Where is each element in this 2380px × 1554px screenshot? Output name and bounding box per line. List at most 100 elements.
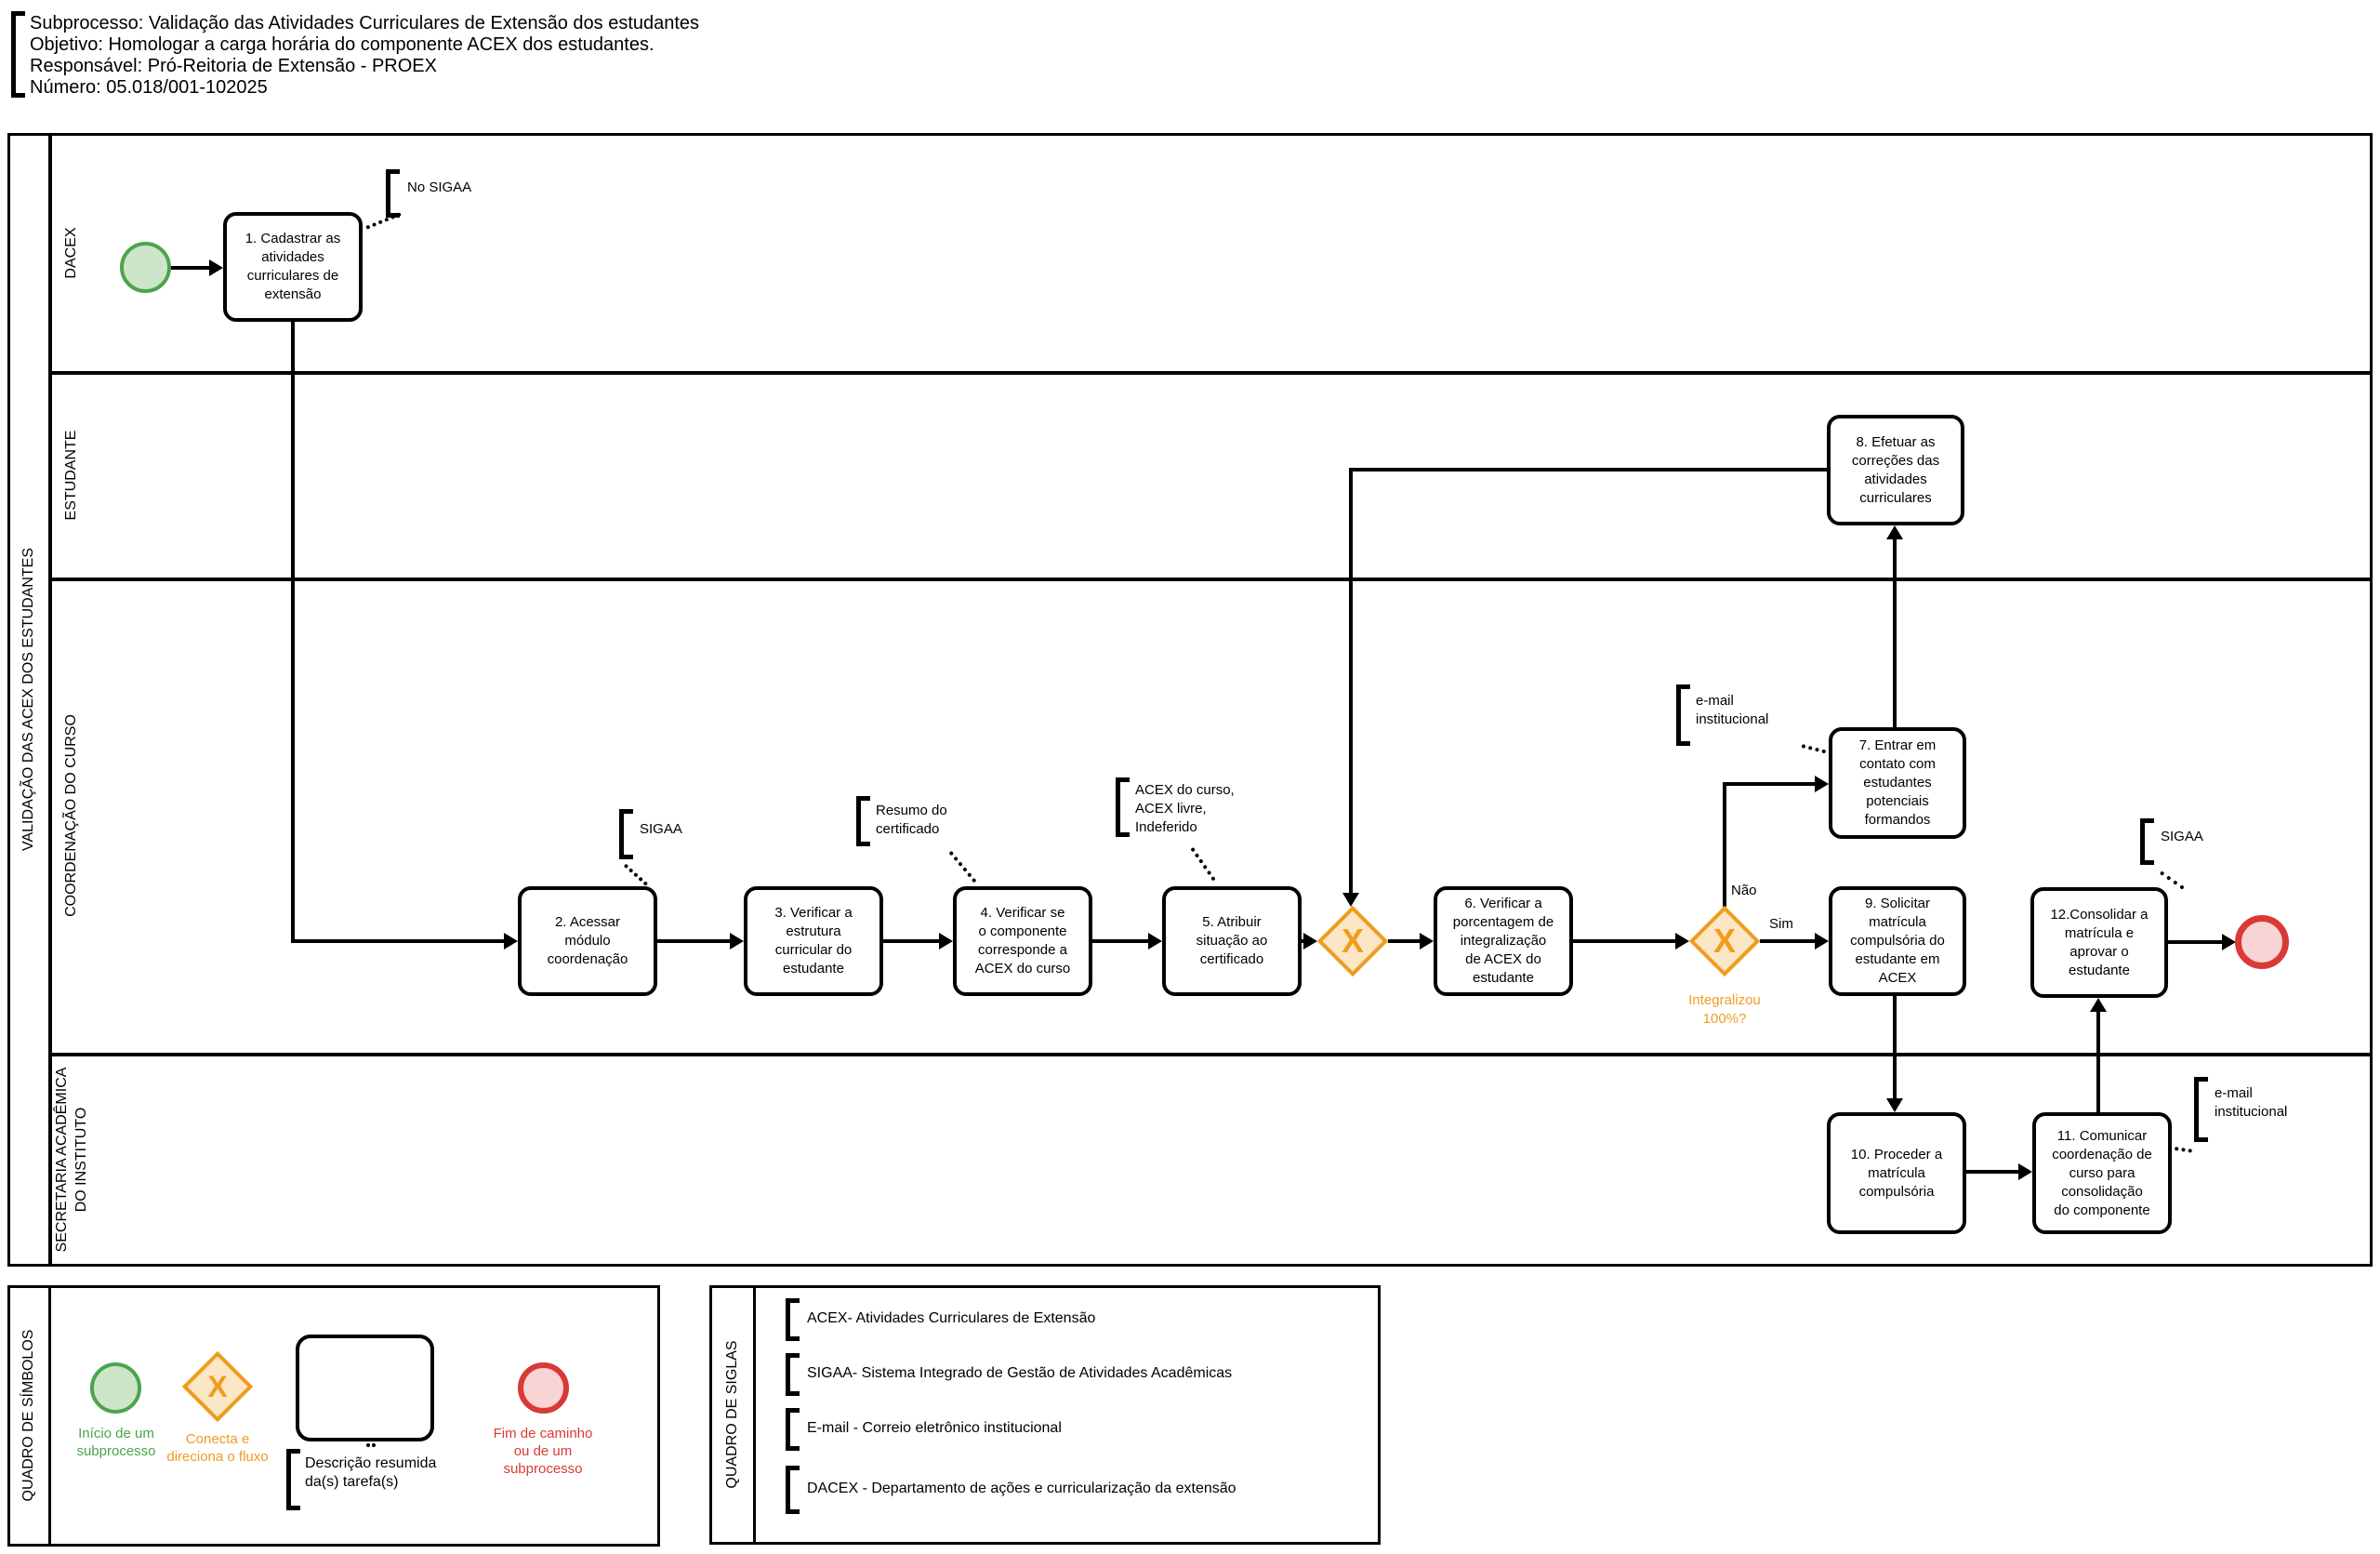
flow-task11-task12	[2096, 1012, 2100, 1112]
flow-task8-gw1-v	[1349, 468, 1353, 893]
arrowhead	[1815, 933, 1829, 950]
annotation-bracket	[1676, 684, 1690, 746]
gateway-question-label: Integralizou 100%?	[1688, 992, 1761, 1027]
legend-task-link	[366, 1443, 376, 1447]
flow-task4-task5	[1092, 939, 1151, 943]
legend-task-bracket	[286, 1449, 300, 1510]
lane-label-dacex: DACEX	[63, 227, 79, 279]
annotation-sigaa-task2: SIGAA	[640, 821, 682, 837]
acronyms-legend-box	[709, 1285, 1381, 1545]
pool-title-divider	[48, 133, 52, 1267]
arrowhead	[2018, 1163, 2032, 1180]
task-8-efetuar-correcoes: 8. Efetuar as correções das atividades c…	[1827, 415, 1964, 525]
legend-start-label: Início de um subprocesso	[76, 1426, 156, 1459]
arrowhead	[2090, 998, 2107, 1012]
acronym-bracket	[786, 1353, 800, 1396]
arrowhead	[1148, 933, 1162, 950]
acronym-bracket	[786, 1298, 800, 1341]
end-event	[2235, 915, 2289, 969]
arrowhead	[1675, 933, 1689, 950]
legend-gateway-x-icon: X	[207, 1369, 228, 1403]
task-3-verificar-estrutura: 3. Verificar a estrutura curricular do e…	[744, 886, 883, 996]
legend-start-event-icon	[90, 1362, 141, 1414]
gateway-decision-x-icon: X	[1712, 922, 1736, 960]
lane-divider-2	[48, 578, 2373, 581]
arrowhead	[1420, 933, 1434, 950]
legend-task-icon	[296, 1335, 434, 1441]
task-2-acessar-modulo: 2. Acessar módulo coordenação	[518, 886, 657, 996]
flow-task3-task4	[883, 939, 942, 943]
annotation-bracket	[1116, 777, 1130, 837]
lane-label-estudante: ESTUDANTE	[63, 430, 79, 521]
pool-border	[7, 133, 2373, 1267]
flow-task1-task2-h	[291, 939, 507, 943]
arrowhead	[504, 933, 518, 950]
flow-gw2-task7-v	[1723, 784, 1726, 907]
acronyms-legend-title: QUADRO DE SIGLAS	[724, 1340, 740, 1489]
gateway-merge-x-icon: X	[1341, 922, 1364, 960]
task-6-verificar-porcentagem: 6. Verificar a porcentagem de integraliz…	[1434, 886, 1573, 996]
legend-end-label: Fim de caminho ou de um subprocesso	[493, 1426, 593, 1477]
task-7-entrar-contato: 7. Entrar em contato com estudantes pote…	[1829, 727, 1966, 839]
flow-gw1-task6	[1388, 939, 1422, 943]
task-4-verificar-componente: 4. Verificar se o componente corresponde…	[953, 886, 1092, 996]
symbols-legend-divider	[48, 1285, 51, 1547]
arrowhead	[730, 933, 744, 950]
annotation-bracket	[856, 796, 870, 846]
flow-gw2-task7-h	[1723, 782, 1816, 786]
acronym-email: E-mail - Correio eletrônico instituciona…	[807, 1420, 1062, 1436]
acronym-acex: ACEX- Atividades Curriculares de Extensã…	[807, 1310, 1096, 1326]
annotation-bracket	[2194, 1077, 2208, 1142]
annotation-resumo-certificado: Resumo do certificado	[876, 803, 947, 837]
annotation-bracket	[386, 169, 400, 218]
flow-gw2-task9	[1760, 939, 1818, 943]
flow-start-task1	[170, 266, 212, 270]
task-10-proceder-matricula: 10. Proceder a matrícula compulsória	[1827, 1112, 1966, 1234]
header-bracket	[11, 11, 25, 98]
annotation-email-task7: e-mail institucional	[1696, 693, 1769, 727]
flow-task10-task11	[1965, 1170, 2019, 1174]
annotation-sigaa-task12: SIGAA	[2161, 829, 2203, 844]
lane-label-secretaria: SECRETARIA ACADÊMICA DO INSTITUTO	[54, 1067, 89, 1253]
acronym-dacex: DACEX - Departamento de ações e curricul…	[807, 1481, 1236, 1496]
pool-title: VALIDAÇÃO DAS ACEX DOS ESTUDANTES	[20, 548, 36, 852]
legend-task-label: Descrição resumida da(s) tarefa(s)	[305, 1455, 437, 1490]
lane-label-coordenacao: COORDENAÇÃO DO CURSO	[63, 714, 79, 917]
flow-task7-task8	[1893, 539, 1897, 727]
arrowhead	[209, 259, 223, 276]
lane-divider-1	[48, 371, 2373, 375]
header-objective: Objetivo: Homologar a carga horária do c…	[30, 34, 654, 55]
arrowhead	[1303, 933, 1317, 950]
acronym-bracket	[786, 1466, 800, 1514]
arrowhead	[939, 933, 953, 950]
legend-gateway-label: Conecta e direciona o fluxo	[166, 1431, 269, 1465]
task-11-comunicar-coordenacao: 11. Comunicar coordenação de curso para …	[2032, 1112, 2172, 1234]
lane-divider-3	[48, 1053, 2373, 1056]
gateway-no-label: Não	[1731, 883, 1757, 898]
flow-task8-gw1-h	[1349, 468, 1827, 472]
annotation-bracket	[619, 809, 633, 859]
legend-end-event-icon	[518, 1362, 569, 1414]
flow-task9-task10	[1893, 996, 1897, 1099]
flow-task6-gw2	[1573, 939, 1678, 943]
symbols-legend-title: QUADRO DE SÍMBOLOS	[20, 1329, 36, 1502]
start-event	[120, 242, 171, 293]
task-5-atribuir-situacao: 5. Atribuir situação ao certificado	[1162, 886, 1302, 996]
acronym-bracket	[786, 1408, 800, 1451]
arrowhead	[1342, 893, 1359, 907]
header-subprocess: Subprocesso: Validação das Atividades Cu…	[30, 13, 700, 33]
process-header: Subprocesso: Validação das Atividades Cu…	[30, 13, 866, 99]
flow-task12-end	[2168, 940, 2223, 944]
header-number: Número: 05.018/001-102025	[30, 77, 268, 98]
flow-task2-task3	[657, 939, 733, 943]
annotation-bracket	[2140, 818, 2154, 865]
task-9-solicitar-matricula: 9. Solicitar matrícula compulsória do es…	[1829, 886, 1966, 996]
arrowhead	[2222, 934, 2236, 950]
acronyms-legend-divider	[753, 1285, 756, 1545]
annotation-acex-situacoes: ACEX do curso, ACEX livre, Indeferido	[1135, 782, 1235, 835]
gateway-yes-label: Sim	[1769, 916, 1793, 932]
task-1-cadastrar-atividades: 1. Cadastrar as atividades curriculares …	[223, 212, 363, 322]
annotation-no-sigaa: No SIGAA	[407, 179, 472, 195]
acronym-sigaa: SIGAA- Sistema Integrado de Gestão de At…	[807, 1365, 1233, 1381]
